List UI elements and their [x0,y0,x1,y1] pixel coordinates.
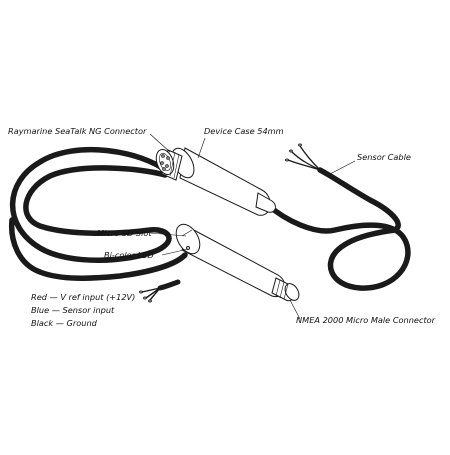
sensor-wires [285,143,321,171]
label-micro-sd-slot: Micro SD Slot [97,228,152,238]
bottom-device [175,223,300,302]
label-sensor-cable: Sensor Cable [357,152,411,162]
bottom-left-cable [8,217,188,281]
leader-lines [149,133,356,320]
left-cable [9,146,172,263]
right-cable [265,167,411,291]
label-raymarine-connector: Raymarine SeaTalk NG Connector [8,126,147,136]
top-device [155,147,276,216]
wire-legend-black: Black — Ground [31,318,98,328]
wire-legend-blue: Blue — Sensor input [31,305,115,315]
label-device-case: Device Case 54mm [204,126,284,136]
label-nmea-connector: NMEA 2000 Micro Male Connector [296,315,436,325]
free-wires-left [139,279,181,303]
wire-legend-red: Red — V ref input (+12V) [31,292,135,302]
label-bicolor-led: Bi-color LED [104,250,154,260]
